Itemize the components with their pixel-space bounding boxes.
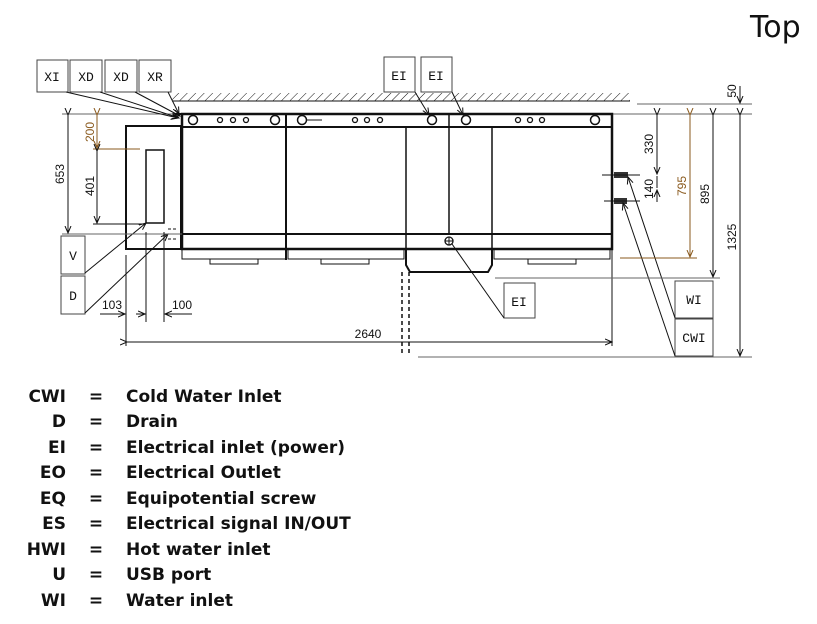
legend-row: U = USB port [22,563,351,589]
legend-equals: = [88,590,104,611]
legend-row: ES = Electrical signal IN/OUT [22,512,351,538]
dim-2640: 2640 [355,327,382,341]
view-title: Top [750,10,801,45]
legend-row: WI = Water inlet [22,588,351,614]
callout-xi: XI [44,70,60,85]
callout-ei-2: EI [428,69,444,84]
dim-795: 795 [675,176,689,196]
left-dimensions: 653 200 401 [53,115,182,235]
legend-code: U [52,565,66,586]
legend-row: HWI = Hot water inlet [22,537,351,563]
legend: CWI = Cold Water Inlet D = Drain EI = El… [22,384,351,614]
callout-xr: XR [147,70,163,85]
callout-cwi: CWI [682,331,705,346]
bottom-dimensions: 103 100 2640 [100,232,752,358]
top-connections [187,114,601,246]
legend-equals: = [88,488,104,509]
legend-equals: = [88,565,104,586]
left-cabinet [125,125,182,250]
legend-equals: = [88,412,104,433]
legend-code: EI [48,437,66,458]
legend-code: ES [42,514,66,535]
callout-bottom-ei: EI [451,243,536,319]
legend-desc: Electrical Outlet [126,463,281,484]
dim-100: 100 [172,298,192,312]
legend-desc: Equipotential screw [126,488,317,509]
callout-d: D [69,289,77,304]
legend-code: D [51,412,66,433]
legend-row: EO = Electrical Outlet [22,461,351,487]
right-dimensions: 330 140 795 895 1325 50 [642,84,740,356]
legend-desc: Electrical inlet (power) [126,437,346,458]
wall-hatch [172,93,630,102]
dim-103: 103 [102,298,122,312]
legend-row: EQ = Equipotential screw [22,486,351,512]
water-connectors [602,172,640,204]
dim-50: 50 [725,84,739,98]
legend-code: CWI [28,386,66,407]
callouts-top-left: XI XD XD XR [36,59,180,118]
dim-140: 140 [642,179,656,199]
callouts-top-ei: EI EI [383,56,463,115]
technical-drawing: XI XD XD XR EI EI V D EI WI CWI [36,56,752,358]
legend-desc: Water inlet [126,590,233,611]
dim-330: 330 [642,134,656,154]
dim-1325: 1325 [725,223,739,250]
legend-equals: = [88,539,104,560]
callout-v: V [69,249,77,264]
legend-code: HWI [26,539,66,560]
legend-row: CWI = Cold Water Inlet [22,384,351,410]
legend-code: WI [40,590,66,611]
dim-653: 653 [53,164,67,184]
callouts-left: V D [60,223,168,315]
callout-wi: WI [686,293,702,308]
callout-ei-bottom: EI [511,295,527,310]
callout-xd-1: XD [78,70,94,85]
legend-equals: = [88,514,104,535]
dim-200: 200 [83,122,97,142]
legend-equals: = [88,386,104,407]
legend-desc: Drain [126,412,178,433]
callout-xd-2: XD [113,70,129,85]
legend-code: EO [39,463,66,484]
legend-desc: USB port [126,565,212,586]
dim-401: 401 [83,176,97,196]
dim-895: 895 [698,184,712,204]
legend-row: D = Drain [22,410,351,436]
legend-equals: = [88,463,104,484]
legend-desc: Electrical signal IN/OUT [126,514,351,535]
callouts-right: WI CWI [623,177,714,357]
main-body [180,112,614,356]
callout-ei-1: EI [391,69,407,84]
legend-equals: = [88,437,104,458]
legend-code: EQ [39,488,66,509]
legend-desc: Hot water inlet [126,539,271,560]
legend-row: EI = Electrical inlet (power) [22,435,351,461]
vent-slot [145,149,165,224]
legend-desc: Cold Water Inlet [126,386,282,407]
